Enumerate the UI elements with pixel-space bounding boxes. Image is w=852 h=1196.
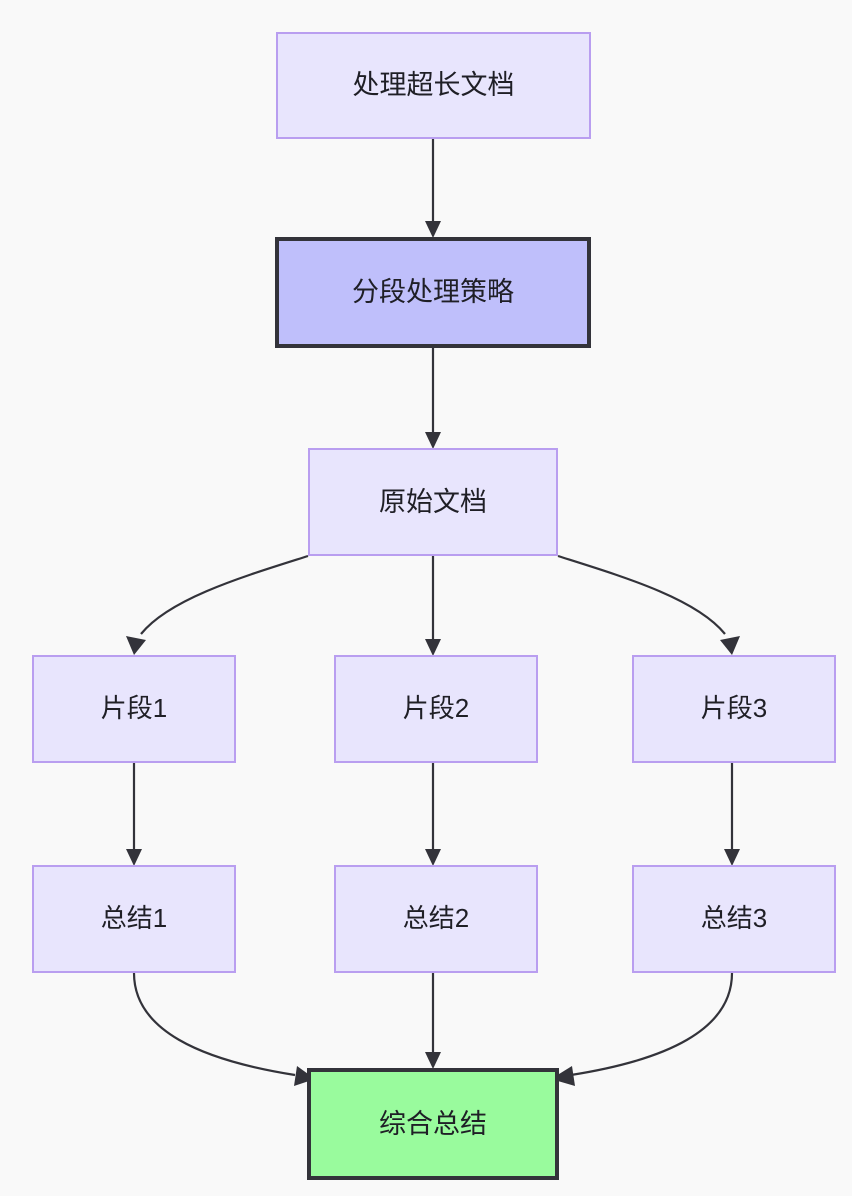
edge-n4-n7 — [126, 763, 142, 866]
edge-n6-n9 — [724, 763, 740, 866]
node-fragment-1[interactable]: 片段1 — [32, 655, 236, 763]
edge-n8-n10 — [425, 973, 441, 1069]
node-label: 片段3 — [700, 693, 768, 724]
edge-n3-n6 — [557, 554, 740, 655]
edge-n2-n3 — [425, 348, 441, 449]
node-fragment-3[interactable]: 片段3 — [632, 655, 836, 763]
node-summary-2[interactable]: 总结2 — [334, 865, 538, 973]
edge-n1-n2 — [425, 139, 441, 238]
node-comprehensive-summary[interactable]: 综合总结 — [307, 1068, 559, 1180]
node-label: 总结2 — [402, 903, 470, 934]
node-segmented-processing-strategy[interactable]: 分段处理策略 — [275, 237, 591, 348]
node-fragment-2[interactable]: 片段2 — [334, 655, 538, 763]
node-label: 片段1 — [100, 693, 168, 724]
edge-n7-n10 — [132, 972, 315, 1086]
node-label: 片段2 — [402, 693, 470, 724]
node-label: 综合总结 — [379, 1108, 487, 1139]
node-original-document[interactable]: 原始文档 — [308, 448, 558, 556]
node-label: 总结1 — [100, 903, 168, 934]
node-label: 总结3 — [700, 903, 768, 934]
edge-n9-n10 — [551, 972, 734, 1086]
node-label: 分段处理策略 — [352, 277, 514, 308]
edge-n3-n5 — [425, 556, 441, 656]
node-label: 处理超长文档 — [352, 70, 515, 101]
node-summary-1[interactable]: 总结1 — [32, 865, 236, 973]
edge-n3-n4 — [126, 554, 309, 655]
node-process-long-document[interactable]: 处理超长文档 — [276, 32, 591, 139]
edge-n5-n8 — [425, 763, 441, 866]
node-label: 原始文档 — [379, 486, 487, 517]
node-summary-3[interactable]: 总结3 — [632, 865, 836, 973]
